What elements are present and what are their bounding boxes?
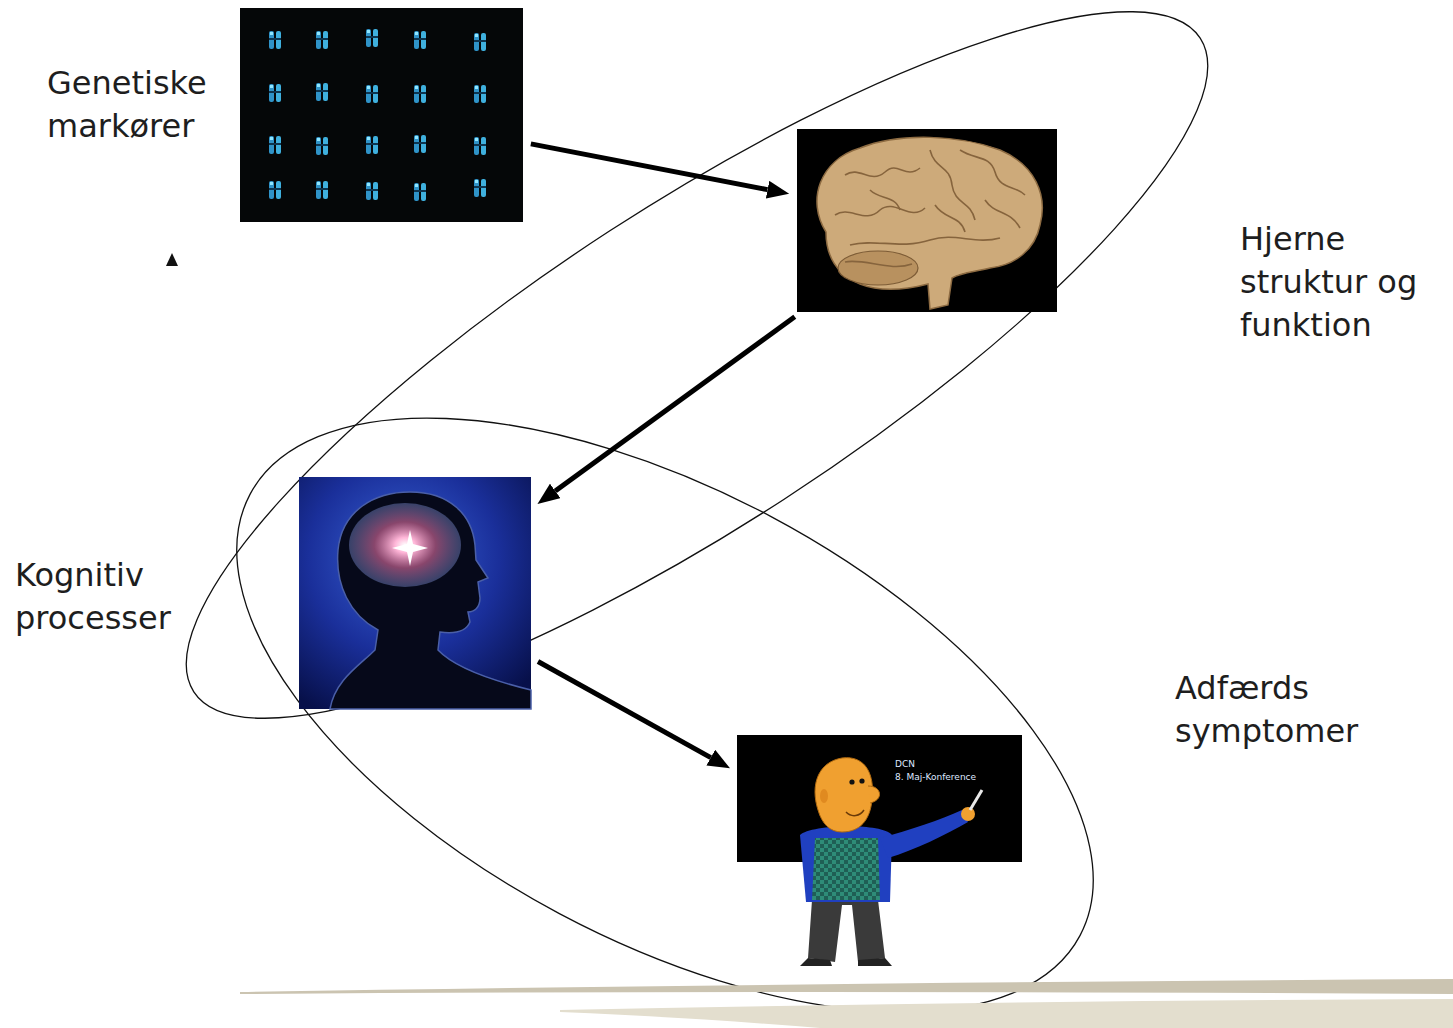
face	[815, 758, 873, 832]
eye	[859, 778, 864, 783]
chromosome-pair	[269, 31, 281, 49]
footer-band	[560, 999, 1453, 1028]
picture-node: Hjerne struktur og funktion	[797, 129, 1057, 312]
node-label: Adfærds symptomer	[1175, 667, 1375, 753]
mouth	[846, 810, 864, 816]
cerebellum	[838, 251, 918, 285]
brain-fold	[870, 190, 900, 210]
brain-fold	[850, 237, 1000, 245]
teacher-cartoon	[737, 735, 1022, 966]
node-label: Hjerne struktur og funktion	[1240, 218, 1445, 347]
brain-fold	[845, 168, 920, 177]
light-flash	[392, 530, 428, 566]
chromosome-pair	[316, 83, 328, 101]
chromosome-pair	[316, 31, 328, 49]
chromosome-pair	[474, 137, 486, 155]
picture-node: Kognitiv processer	[299, 477, 531, 709]
head-silhouette	[330, 492, 531, 709]
brain-fold	[960, 150, 1025, 195]
chromosome-pair	[316, 137, 328, 155]
shoe	[858, 958, 892, 966]
brain-fold	[845, 261, 912, 266]
chromosome-pair	[269, 136, 281, 154]
chromosome-pair	[474, 33, 486, 51]
head-picture	[299, 477, 531, 709]
chromosome-pair	[366, 85, 378, 103]
eye	[849, 779, 854, 784]
footer-band	[240, 979, 1453, 994]
shirt	[800, 826, 892, 902]
brain-picture	[797, 129, 1057, 312]
brain-fold	[835, 207, 925, 216]
group-ellipse	[107, 0, 1288, 826]
brain-glow	[349, 503, 461, 587]
brain-fold	[930, 150, 975, 220]
brain-shape	[817, 137, 1042, 309]
picture-ground	[299, 477, 531, 709]
board-text: 8. Maj-Konference	[895, 771, 976, 783]
picture-node: Adfærds symptomer	[737, 735, 1022, 968]
brain-folds	[835, 150, 1025, 267]
chromosome-pair	[414, 135, 426, 153]
chromosome-pair	[414, 31, 426, 49]
flow-arrow	[538, 661, 711, 757]
chalk	[970, 790, 982, 810]
chromosome-pair	[366, 136, 378, 154]
brain-fold	[985, 200, 1020, 228]
vest	[812, 838, 880, 900]
chromosome-pair	[474, 85, 486, 103]
chromosome-pair	[414, 183, 426, 201]
triangle-mark	[166, 253, 178, 266]
chromosome-picture	[240, 8, 523, 222]
nose	[868, 786, 880, 803]
chromosome-pair	[316, 181, 328, 199]
picture-ground	[240, 8, 523, 222]
arm	[880, 810, 968, 858]
chromosome-pair	[366, 29, 378, 47]
trousers	[808, 900, 885, 962]
hand	[961, 807, 975, 821]
chromosome-pair	[414, 85, 426, 103]
group-ellipse	[144, 296, 1185, 1028]
node-label: Genetiske markører	[47, 62, 237, 148]
chromosome-pair	[269, 84, 281, 102]
picture-ground	[797, 129, 1057, 312]
chromosome-pair	[474, 179, 486, 197]
board-text: DCN	[895, 758, 915, 770]
brain-fold	[935, 205, 965, 232]
flow-arrow	[555, 317, 795, 491]
ear	[820, 789, 828, 803]
flow-arrow	[531, 144, 768, 190]
picture-node: Genetiske markører	[240, 8, 523, 222]
chromosome-pair	[366, 182, 378, 200]
chromosome-pair	[269, 181, 281, 199]
node-label: Kognitiv processer	[15, 554, 195, 640]
shoe	[800, 958, 832, 966]
